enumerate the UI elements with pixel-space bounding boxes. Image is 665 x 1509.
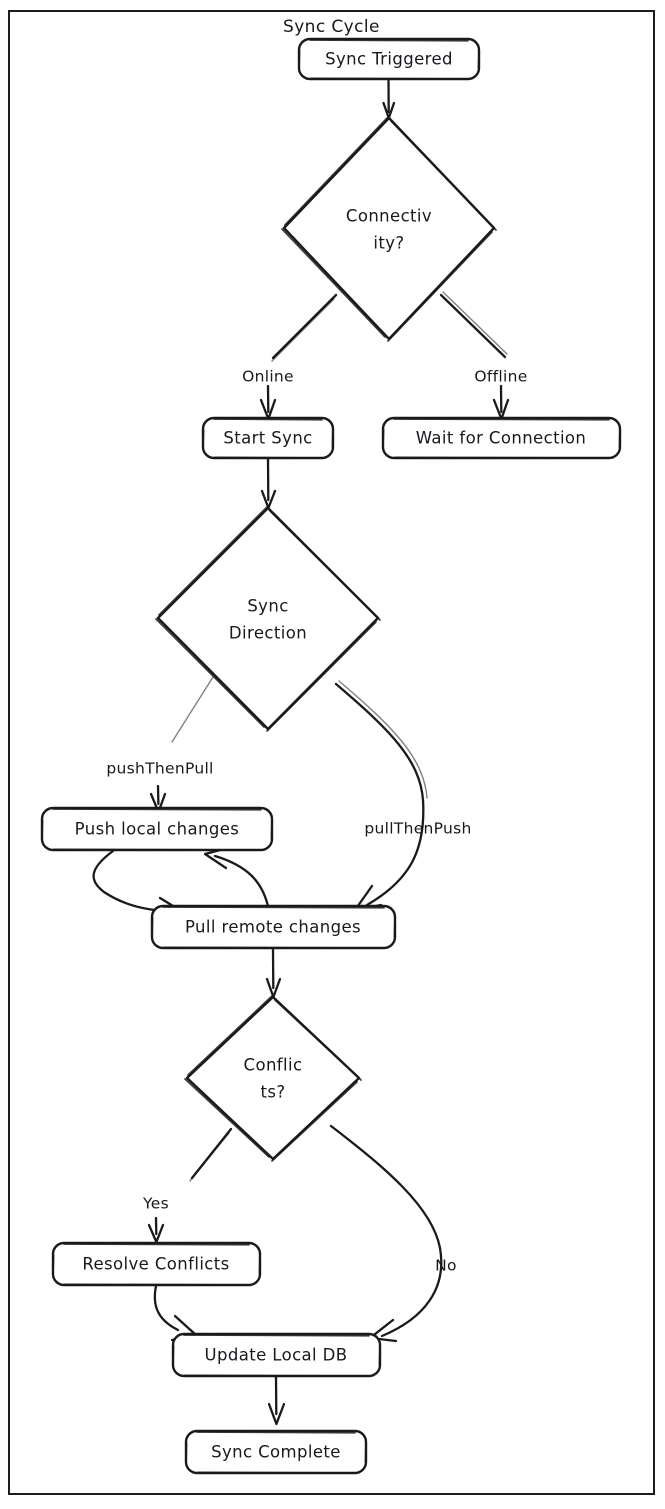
node-label-update-local-db: Update Local DB [204, 1346, 347, 1365]
edge-label-no: No [435, 1257, 457, 1275]
node-label-start-sync: Start Sync [223, 429, 312, 448]
node-label-conflicts-line2: ts? [260, 1083, 285, 1102]
node-update-local-db[interactable]: Update Local DB [171, 1332, 382, 1378]
node-pull-remote[interactable]: Pull remote changes [150, 904, 397, 950]
edge-update-local-db-to-sync-complete [267, 1375, 286, 1426]
edge-conflicts-to-resolve-conflicts: Yes [142, 1127, 233, 1244]
node-connectivity[interactable]: Connectiv ity? [281, 116, 497, 342]
edge-connectivity-to-start-sync: Online [242, 293, 338, 421]
node-conflicts[interactable]: Conflic ts? [184, 995, 362, 1162]
edge-label-yes: Yes [142, 1195, 169, 1213]
node-resolve-conflicts[interactable]: Resolve Conflicts [51, 1241, 262, 1287]
node-label-connectivity-line1: Connectiv [346, 207, 432, 226]
node-sync-complete[interactable]: Sync Complete [184, 1429, 368, 1475]
edge-sync-triggered-to-connectivity [382, 78, 396, 120]
edge-sync-direction-to-push-local: pushThenPull [106, 676, 214, 814]
edge-sync-direction-to-pull-remote: pullThenPush [334, 680, 471, 912]
edge-label-online: Online [242, 368, 294, 386]
edge-connectivity-to-wait-connection: Offline [439, 291, 527, 421]
node-sync-triggered[interactable]: Sync Triggered [297, 37, 481, 81]
edge-conflicts-to-update-local-db: No [329, 1124, 457, 1343]
node-label-push-local: Push local changes [75, 820, 240, 839]
node-label-pull-remote: Pull remote changes [185, 918, 361, 937]
node-label-sync-complete: Sync Complete [211, 1443, 341, 1462]
node-label-resolve-conflicts: Resolve Conflicts [82, 1255, 229, 1274]
node-label-wait-connection: Wait for Connection [416, 429, 587, 448]
node-label-sync-direction-line2: Direction [229, 624, 307, 643]
edge-start-sync-to-sync-direction [260, 457, 277, 510]
edge-label-push-then-pull: pushThenPull [106, 760, 213, 778]
edge-resolve-conflicts-to-update-local-db [153, 1284, 198, 1342]
node-label-conflicts-line1: Conflic [244, 1056, 303, 1075]
edge-label-offline: Offline [474, 368, 527, 386]
node-wait-connection[interactable]: Wait for Connection [381, 416, 622, 460]
node-label-connectivity-line2: ity? [373, 234, 404, 253]
edge-pull-remote-to-conflicts [265, 947, 282, 999]
edge-layer: Online Offline pushThenPull pullTh [92, 78, 527, 1426]
node-layer: Sync Triggered Connectiv ity? Start Sync… [40, 37, 622, 1475]
node-start-sync[interactable]: Start Sync [201, 416, 335, 460]
edge-pull-remote-to-push-local [203, 845, 270, 908]
node-push-local[interactable]: Push local changes [40, 806, 274, 852]
node-sync-direction[interactable]: Sync Direction [155, 506, 381, 732]
node-label-sync-direction-line1: Sync [247, 597, 288, 616]
node-label-sync-triggered: Sync Triggered [325, 50, 453, 69]
diagram-title: Sync Cycle [283, 17, 380, 37]
edge-label-pull-then-push: pullThenPush [364, 820, 471, 838]
